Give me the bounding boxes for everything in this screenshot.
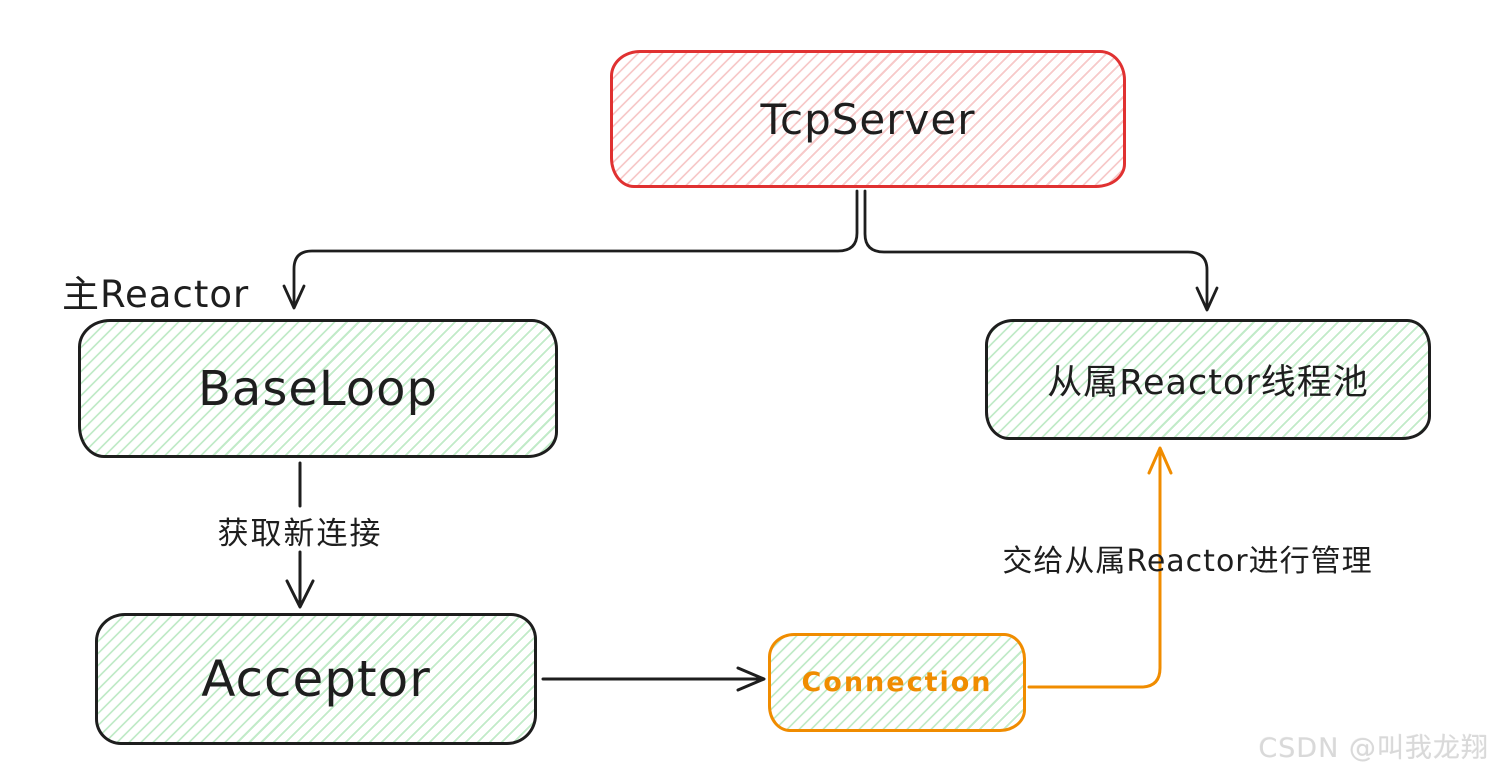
- node-baseloop: BaseLoop: [78, 319, 558, 458]
- node-connection-label: Connection: [801, 667, 993, 698]
- node-tcpserver: TcpServer: [610, 50, 1126, 188]
- label-handover-to-sub-reactor: 交给从属Reactor进行管理: [1002, 544, 1373, 579]
- node-tcpserver-label: TcpServer: [760, 94, 976, 144]
- arrow-tcpserver-to-baseloop: [282, 189, 859, 310]
- arrow-tcpserver-to-subpool: [863, 189, 1219, 312]
- node-connection: Connection: [768, 633, 1026, 732]
- node-sub-reactor-pool-label: 从属Reactor线程池: [1047, 363, 1369, 403]
- arrow-acceptor-to-connection: [541, 666, 766, 692]
- label-get-new-connection: 获取新连接: [217, 516, 383, 552]
- label-main-reactor: 主Reactor: [62, 273, 250, 316]
- node-acceptor-label: Acceptor: [201, 650, 431, 708]
- csdn-watermark: CSDN @叫我龙翔: [1258, 733, 1489, 764]
- node-sub-reactor-pool: 从属Reactor线程池: [985, 319, 1431, 440]
- node-acceptor: Acceptor: [95, 613, 537, 745]
- node-baseloop-label: BaseLoop: [198, 360, 438, 417]
